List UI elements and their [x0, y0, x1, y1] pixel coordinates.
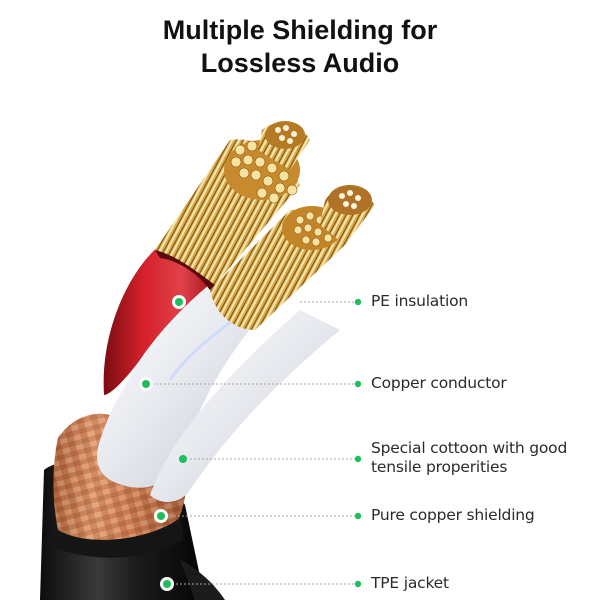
page-title: Multiple Shielding for Lossless Audio — [0, 14, 600, 80]
callout-text-line-2: tensile properities — [371, 458, 508, 476]
callout-label-tpe-jacket: TPE jacket — [371, 574, 449, 593]
callout-text: Pure copper shielding — [371, 506, 535, 524]
callout-text: PE insulation — [371, 292, 468, 310]
callout-lines — [152, 301, 356, 585]
callout-text: Copper conductor — [371, 374, 507, 392]
copper-conductor-shape — [155, 121, 375, 330]
callout-label-special-cotton: Special cottoon with good tensile proper… — [371, 439, 567, 477]
callout-text: TPE jacket — [371, 574, 449, 592]
title-line-1: Multiple Shielding for — [162, 15, 438, 45]
callout-label-copper-conductor: Copper conductor — [371, 374, 507, 393]
callout-anchor-dots — [139, 295, 187, 591]
callout-text: Special cottoon with good — [371, 439, 568, 457]
callout-label-dots — [354, 298, 362, 588]
callout-label-pe-insulation: PE insulation — [371, 292, 468, 311]
title-line-2: Lossless Audio — [200, 48, 400, 78]
red-insulation-shape — [103, 245, 215, 395]
callout-label-copper-shielding: Pure copper shielding — [371, 506, 535, 525]
